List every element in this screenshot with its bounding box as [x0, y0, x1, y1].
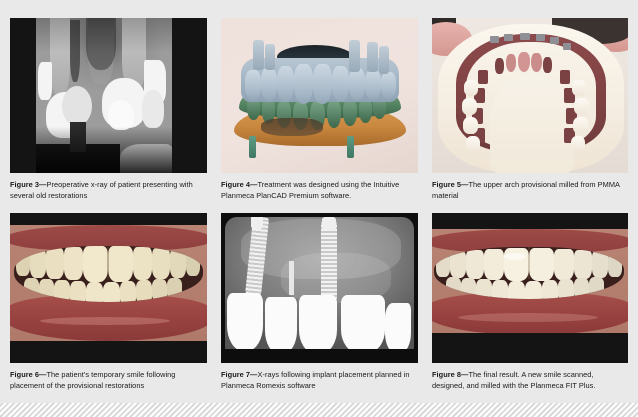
figure-4-label: Figure 4— [221, 180, 258, 189]
figure-5-cell: Figure 5—The upper arch provisional mill… [432, 18, 628, 201]
figure-4-cell: Figure 4—Treatment was designed using th… [221, 18, 418, 201]
figure-8-label: Figure 8— [432, 370, 469, 380]
figure-4-caption-text: Treatment was designed using the Intuiti… [221, 180, 400, 200]
figure-row-top: Figure 3—Preoperative x-ray of patient p… [10, 18, 628, 201]
implant-placement-xray-image [221, 213, 418, 364]
figure-grid: Figure 3—Preoperative x-ray of patient p… [10, 18, 628, 391]
preoperative-periapical-xray-image [10, 18, 207, 173]
figure-3-caption: Figure 3—Preoperative x-ray of patient p… [10, 180, 207, 201]
footer-hatch-strip [0, 403, 638, 417]
figure-5-caption: Figure 5—The upper arch provisional mill… [432, 180, 628, 201]
figure-8-caption-text: The final result. A new smile scanned, d… [432, 370, 596, 390]
figure-6-cell: Figure 6—The patient's temporary smile f… [10, 213, 207, 391]
figure-7-caption-text: X-rays following implant placement plann… [221, 370, 410, 390]
final-result-smile-photo-image [432, 213, 628, 364]
figure-3-label: Figure 3— [10, 180, 47, 189]
figure-7-caption: Figure 7—X-rays following implant placem… [221, 370, 418, 391]
figure-7-label: Figure 7— [221, 370, 258, 380]
figure-5-caption-text: The upper arch provisional milled from P… [432, 180, 620, 200]
figure-3-caption-text: Preoperative x-ray of patient presenting… [10, 180, 193, 200]
upper-arch-pmma-provisional-image [432, 18, 628, 173]
figure-4-caption: Figure 4—Treatment was designed using th… [221, 180, 418, 201]
temporary-smile-photo-image [10, 213, 207, 364]
figure-8-cell: Figure 8—The final result. A new smile s… [432, 213, 628, 391]
figure-8-caption: Figure 8—The final result. A new smile s… [432, 370, 628, 391]
figure-row-bottom: Figure 6—The patient's temporary smile f… [10, 213, 628, 391]
cad-treatment-design-render-image [221, 18, 418, 173]
figure-5-label: Figure 5— [432, 180, 469, 189]
figure-6-caption-text: The patient's temporary smile following … [10, 370, 176, 390]
figure-6-caption: Figure 6—The patient's temporary smile f… [10, 370, 207, 391]
figure-7-cell: Figure 7—X-rays following implant placem… [221, 213, 418, 391]
figure-3-cell: Figure 3—Preoperative x-ray of patient p… [10, 18, 207, 201]
figure-6-label: Figure 6— [10, 370, 47, 380]
